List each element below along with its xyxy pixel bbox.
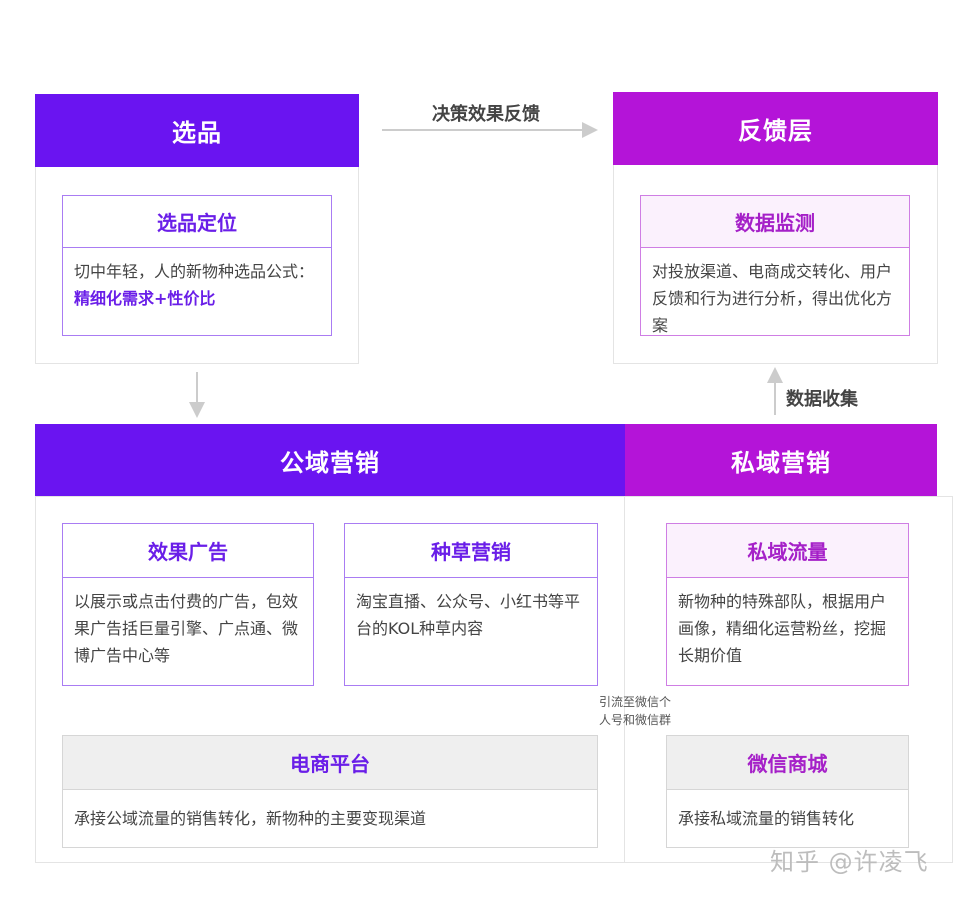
ecommerce-platform-body: 承接公域流量的销售转化，新物种的主要变现渠道 xyxy=(62,790,598,848)
private-traffic-title: 私域流量 xyxy=(666,523,909,578)
seeding-marketing-title: 种草营销 xyxy=(344,523,598,578)
wechat-mall-title: 微信商城 xyxy=(666,735,909,790)
feedback-header: 反馈层 xyxy=(613,92,938,165)
ecommerce-platform-title: 电商平台 xyxy=(62,735,598,790)
effect-ads-title: 效果广告 xyxy=(62,523,314,578)
redirect-label-line2: 人号和微信群 xyxy=(599,713,672,727)
feedback-card-body: 对投放渠道、电商成交转化、用户反馈和行为进行分析，得出优化方案 xyxy=(640,248,910,336)
select-card-body: 切中年轻，人的新物种选品公式： 精细化需求+性价比 xyxy=(62,248,332,336)
data-collection-label: 数据收集 xyxy=(786,389,858,410)
watermark: 知乎 @许凌飞 xyxy=(770,848,929,876)
seeding-marketing-body: 淘宝直播、公众号、小红书等平台的KOL种草内容 xyxy=(344,578,598,686)
decision-feedback-label: 决策效果反馈 xyxy=(432,104,540,125)
effect-ads-body: 以展示或点击付费的广告，包效果广告括巨量引擎、广点通、微博广告中心等 xyxy=(62,578,314,686)
select-body-text: 切中年轻，人的新物种选品公式： xyxy=(74,262,315,281)
wechat-mall-body: 承接私域流量的销售转化 xyxy=(666,790,909,848)
public-domain-header: 公域营销 xyxy=(35,424,625,496)
feedback-card-title: 数据监测 xyxy=(640,195,910,248)
private-domain-header: 私域营销 xyxy=(625,424,937,496)
select-card-title: 选品定位 xyxy=(62,195,332,248)
private-traffic-body: 新物种的特殊部队，根据用户画像，精细化运营粉丝，挖掘长期价值 xyxy=(666,578,909,686)
select-header: 选品 xyxy=(35,94,359,167)
redirect-label-line1: 引流至微信个 xyxy=(599,695,672,709)
select-body-highlight: 精细化需求+性价比 xyxy=(74,289,216,308)
